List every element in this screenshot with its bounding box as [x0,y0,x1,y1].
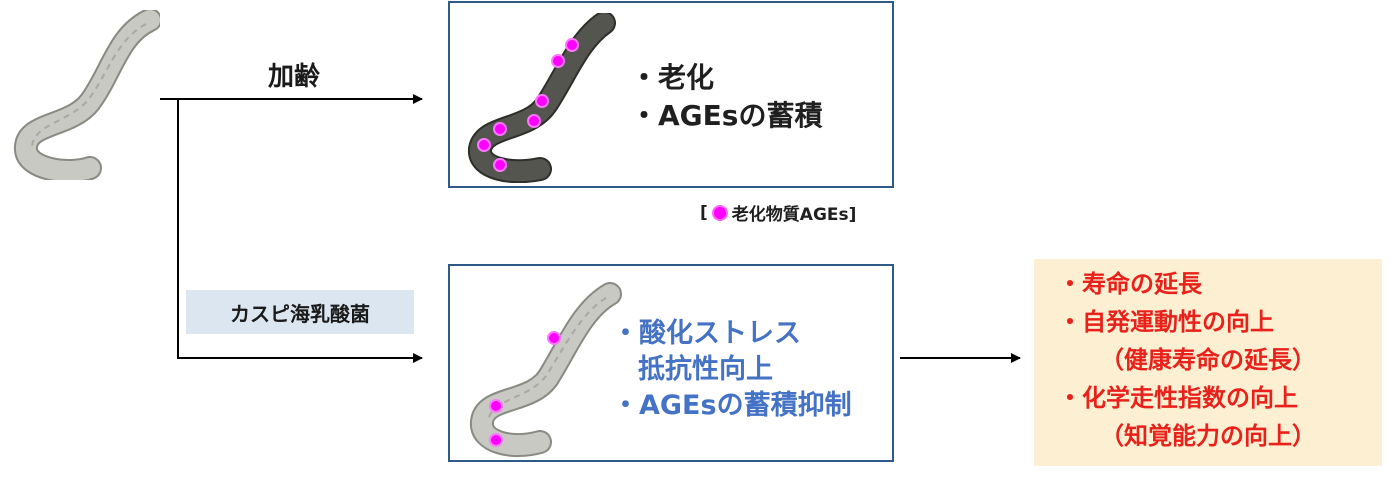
ages-dot [565,38,579,52]
legend-bracket: [ [700,202,708,223]
treated-effects-list: ・酸化ストレス 抵抗性向上 ・AGEsの蓄積抑制 [612,316,852,424]
treated-worm-box: ・酸化ストレス 抵抗性向上 ・AGEsの蓄積抑制 [448,264,894,462]
ages-dot [477,138,491,152]
ages-dot-icon [713,206,726,219]
ages-dot [535,94,549,108]
ages-legend: [ 老化物質AGEs] [700,200,857,226]
bacteria-label: カスピ海乳酸菌 [186,290,414,334]
treated-effect-item: ・AGEsの蓄積抑制 [612,390,852,421]
result-item: ・自発運動性の向上 [1058,308,1274,336]
treated-effect-item: 抵抗性向上 [638,354,773,385]
aged-worm-illustration [468,13,616,183]
ages-dot [493,122,507,136]
aged-effects-list: ・老化 ・AGEsの蓄積 [630,59,822,135]
treated-effect-item: ・酸化ストレス [612,318,801,349]
ages-dot [493,158,507,172]
result-note: （健康寿命の延長） [1100,346,1316,374]
result-note: （知覚能力の向上） [1100,422,1316,450]
treated-worm-illustration [470,282,622,457]
results-box: ・寿命の延長 ・自発運動性の向上 （健康寿命の延長） ・化学走性指数の向上 （知… [1034,259,1382,466]
aging-label: 加齢 [268,62,321,92]
ages-dot [551,54,565,68]
legend-text: 老化物質AGEs] [731,205,857,225]
ages-dot [489,433,503,447]
ages-dot [489,399,503,413]
ages-dot [547,331,561,345]
result-item: ・寿命の延長 [1058,270,1202,298]
ages-dot [527,114,541,128]
young-worm-illustration [14,10,160,180]
result-item: ・化学走性指数の向上 [1058,384,1298,412]
aged-effect-item: ・AGEsの蓄積 [630,99,823,132]
aged-worm-box: ・老化 ・AGEsの蓄積 [448,1,894,188]
aged-effect-item: ・老化 [630,61,715,94]
